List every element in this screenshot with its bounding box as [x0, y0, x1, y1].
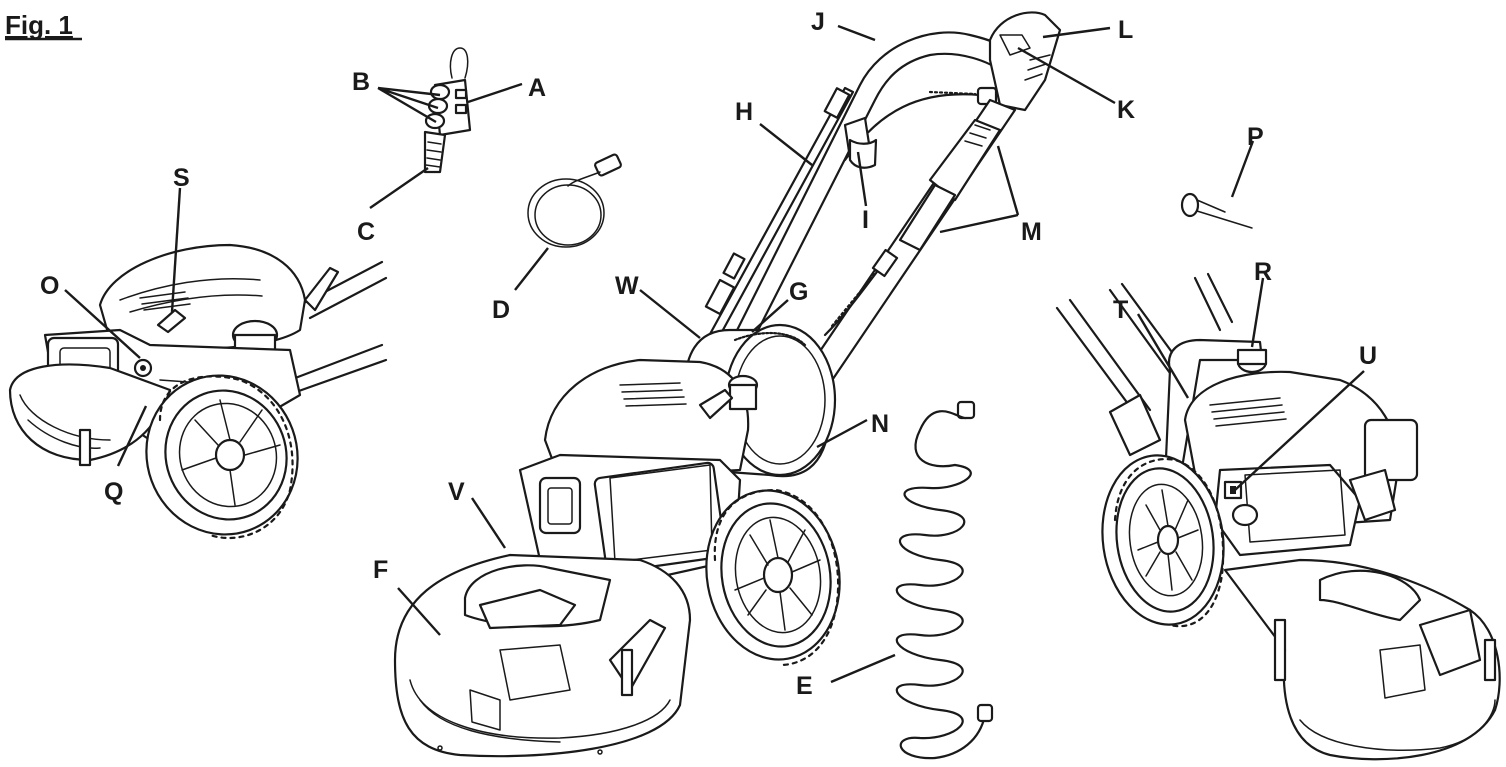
label-c: C	[357, 218, 375, 246]
filter-part	[1180, 192, 1253, 229]
left-engine-view	[8, 243, 388, 540]
label-e: E	[796, 672, 813, 700]
label-h: H	[735, 98, 753, 126]
label-d: D	[492, 296, 510, 324]
label-m: M	[1021, 218, 1042, 246]
detergent-tube	[527, 153, 622, 248]
label-q: Q	[104, 478, 123, 506]
label-g: G	[789, 278, 808, 306]
label-i: I	[862, 206, 869, 234]
label-j: J	[811, 8, 825, 36]
main-machine-view	[393, 11, 1062, 758]
label-s: S	[173, 164, 190, 192]
label-r: R	[1254, 258, 1272, 286]
label-u: U	[1359, 342, 1377, 370]
label-o: O	[40, 272, 59, 300]
label-f: F	[373, 556, 388, 584]
label-k: K	[1117, 96, 1135, 124]
figure-title: Fig. 1	[5, 10, 73, 40]
label-b: B	[352, 68, 370, 96]
label-w: W	[615, 272, 639, 300]
right-engine-view	[1055, 272, 1501, 761]
label-a: A	[528, 74, 546, 102]
coiled-hose	[895, 400, 994, 760]
label-v: V	[448, 478, 465, 506]
label-l: L	[1118, 16, 1133, 44]
label-n: N	[871, 410, 889, 438]
label-t: T	[1113, 296, 1128, 324]
leader-lines	[64, 24, 1365, 684]
callout-labels: A B C D E F G H I J K L M N O P Q R S T …	[40, 8, 1377, 700]
label-p: P	[1247, 123, 1264, 151]
nozzle-holder-accessory	[423, 47, 472, 174]
